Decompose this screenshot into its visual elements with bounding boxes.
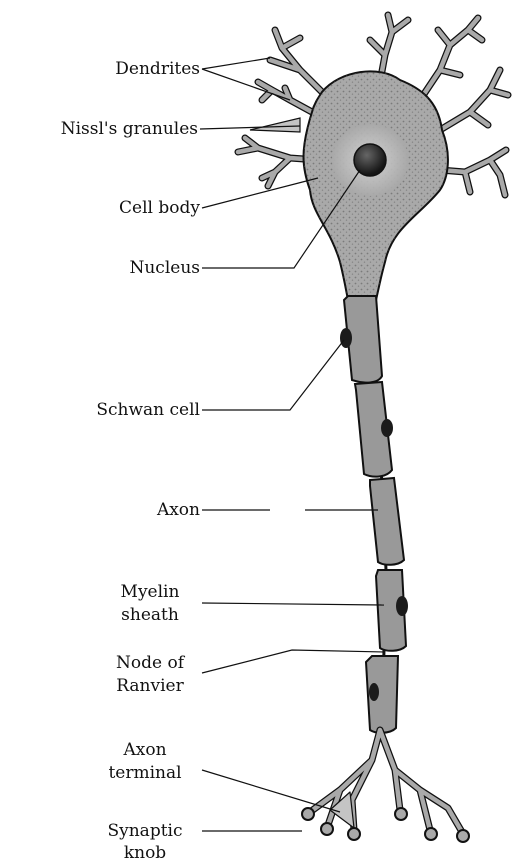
label-synaptic-line1: Synaptic	[95, 820, 195, 842]
label-dendrites: Dendrites	[10, 58, 200, 80]
axon-terminal-branches	[310, 730, 462, 832]
axon-shape	[340, 296, 408, 733]
nissl-granule-region	[250, 118, 300, 132]
label-cell-body: Cell body	[10, 197, 200, 219]
label-myelin-line2: sheath	[100, 604, 200, 626]
label-terminal-line1: Axon	[95, 739, 195, 761]
synaptic-knobs	[302, 808, 469, 842]
label-node-line1: Node of	[100, 652, 200, 674]
label-node-line2: Ranvier	[100, 675, 200, 697]
myelin-sheath-segments	[344, 296, 406, 733]
label-axon: Axon	[10, 499, 200, 521]
label-nucleus: Nucleus	[10, 257, 200, 279]
label-terminal-line2: terminal	[95, 762, 195, 784]
label-myelin-line1: Myelin	[100, 581, 200, 603]
label-synaptic-line2: knob	[95, 842, 195, 864]
label-nissl-granules: Nissl's granules	[0, 118, 198, 140]
label-schwan-cell: Schwan cell	[10, 399, 200, 421]
